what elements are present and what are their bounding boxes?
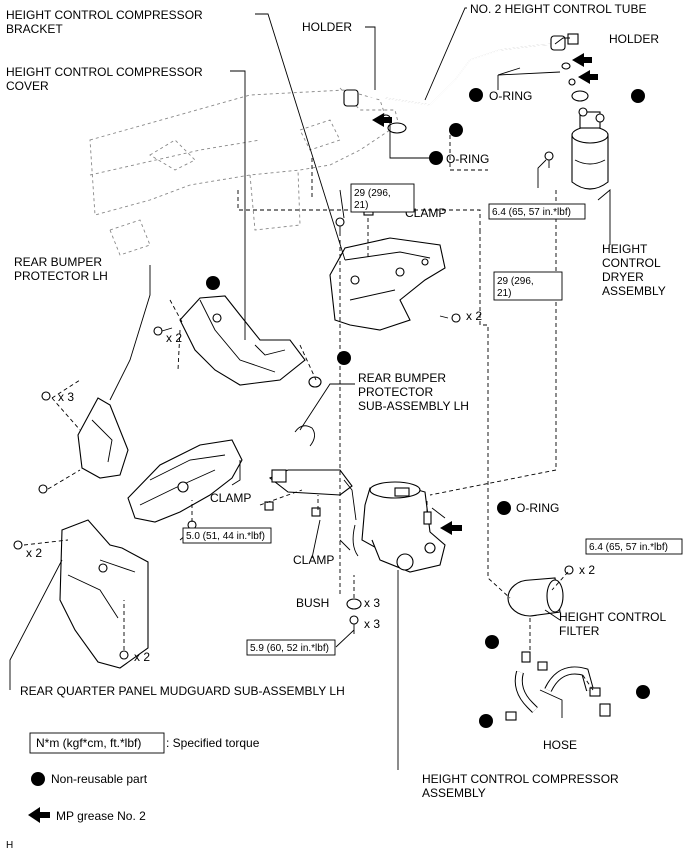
label-compressor-bracket: HEIGHT CONTROL COMPRESSOR: [6, 8, 203, 22]
holder-left-part: [343, 89, 359, 107]
label-compressor-assembly: HEIGHT CONTROL COMPRESSOR: [422, 772, 619, 786]
label-rear-bumper-protector: PROTECTOR LH: [14, 269, 108, 283]
label-rear-bumper-protector: REAR BUMPER: [14, 255, 102, 269]
label-o-ring: O-RING: [489, 89, 532, 103]
legend-torque-box: [29, 732, 165, 754]
dryer-bolt-icon: [544, 151, 554, 168]
non-reusable-dot-icon: [469, 88, 483, 102]
label-dryer: DRYER: [602, 270, 644, 284]
label-compressor-cover: COVER: [6, 79, 49, 93]
hoses: [505, 651, 611, 721]
qty-label: x 2: [166, 331, 182, 345]
qty-label: x 2: [26, 546, 42, 560]
torque-boxes: 29 (296, 21) 29 (296, 21) 6.4 (65, 57 in…: [182, 183, 683, 656]
grease-arrow-icon: [372, 113, 392, 127]
label-dryer: HEIGHT: [602, 242, 648, 256]
label-filter: FILTER: [559, 624, 600, 638]
legend-grease-text: MP grease No. 2: [56, 809, 146, 823]
non-reusable-dot-icon: [206, 276, 220, 290]
oring-fittings: [381, 62, 589, 134]
qty-label: x 3: [364, 596, 380, 610]
label-compressor-assembly: ASSEMBLY: [422, 786, 486, 800]
height-control-dryer-assembly: [544, 107, 609, 190]
torque-label: 5.0 (51, 44 in.*lbf): [186, 531, 265, 542]
legend-torque-text: N*m (kgf*cm, ft.*lbf): [36, 736, 141, 750]
rear-quarter-panel-mudguard: [13, 519, 149, 669]
bracket-bolt-top-icon: [335, 217, 345, 236]
no2-height-control-tube: [343, 33, 579, 107]
qty-label: x 2: [466, 309, 482, 323]
torque-label: 29 (296,: [497, 276, 534, 287]
non-reusable-markers: [206, 88, 650, 728]
height-control-filter: [507, 565, 574, 617]
non-reusable-dot-icon: [631, 89, 645, 103]
bracket-bolt-right-icon: [439, 313, 461, 323]
label-dryer: CONTROL: [602, 256, 661, 270]
label-holder: HOLDER: [609, 32, 659, 46]
legend-non-reusable-text: Non-reusable part: [51, 772, 148, 786]
non-reusable-dot-icon: [479, 714, 493, 728]
grease-arrow-icon: [440, 521, 462, 535]
non-reusable-dot-icon: [636, 685, 650, 699]
label-o-ring: O-RING: [516, 501, 559, 515]
label-o-ring: O-RING: [446, 152, 489, 166]
legend-torque-desc: : Specified torque: [166, 736, 260, 750]
label-filter: HEIGHT CONTROL: [559, 610, 666, 624]
compressor-harness-connector: [268, 469, 357, 521]
height-control-compressor-assembly: [264, 425, 446, 634]
torque-label: 21): [497, 288, 511, 299]
label-rear-bumper-sub: REAR BUMPER: [358, 371, 446, 385]
non-reusable-dot-icon: [485, 635, 499, 649]
legend-grease-arrow-icon: [28, 807, 50, 823]
compressor-bracket: [329, 205, 461, 331]
label-holder: HOLDER: [302, 20, 352, 34]
non-reusable-dot-icon: [449, 123, 463, 137]
leader-lines: [9, 7, 611, 770]
compressor-clamp-ring: [294, 425, 315, 447]
non-reusable-dot-icon: [497, 501, 511, 515]
holder-clip: [567, 33, 579, 45]
compressor-clamp-parts: [264, 501, 321, 517]
label-compressor-cover: HEIGHT CONTROL COMPRESSOR: [6, 65, 203, 79]
label-rear-bumper-sub: PROTECTOR: [358, 385, 433, 399]
qty-label: x 2: [579, 563, 595, 577]
torque-label: 21): [354, 200, 368, 211]
qty-label: x 2: [134, 650, 150, 664]
qty-label: x 3: [58, 390, 74, 404]
torque-label: 6.4 (65, 57 in.*lbf): [492, 207, 571, 218]
label-dryer: ASSEMBLY: [602, 284, 666, 298]
bush-icon: [346, 598, 362, 610]
torque-label: 29 (296,: [354, 188, 391, 199]
label-clamp: CLAMP: [210, 491, 251, 505]
label-clamp: CLAMP: [293, 553, 334, 567]
grease-arrow-icon: [578, 70, 598, 84]
label-compressor-bracket: BRACKET: [6, 22, 63, 36]
label-clamp: CLAMP: [405, 206, 446, 220]
label-bush: BUSH: [296, 596, 329, 610]
compressor-oring-fitting: [423, 511, 432, 525]
label-hose: HOSE: [543, 738, 577, 752]
non-reusable-dot-icon: [337, 351, 351, 365]
rear-bumper-protector-sub-assembly-lh: [127, 439, 243, 537]
legend-non-reusable-dot-icon: [31, 772, 45, 786]
label-mudguard: REAR QUARTER PANEL MUDGUARD SUB-ASSEMBLY…: [20, 684, 345, 698]
corner-mark: H: [6, 840, 13, 851]
qty-label: x 3: [364, 617, 380, 631]
filter-bolt-icon: [564, 565, 574, 575]
compressor-bolt-icon: [349, 615, 359, 634]
protector-bolt-icon: [153, 326, 173, 336]
torque-label: 5.9 (60, 52 in.*lbf): [250, 643, 329, 654]
rear-bumper-protector-lh: [153, 295, 322, 388]
quantity-labels: x 2 x 2 x 3 x 2 x 2 x 3 x 3 x 2: [26, 309, 595, 664]
grease-arrow-icon: [572, 53, 592, 67]
mudguard-upper-panel: [38, 391, 129, 494]
legend: N*m (kgf*cm, ft.*lbf) : Specified torque…: [28, 732, 260, 823]
part-labels: HEIGHT CONTROL COMPRESSOR BRACKET HEIGHT…: [6, 2, 666, 851]
non-reusable-dot-icon: [429, 151, 443, 165]
torque-label: 6.4 (65, 57 in.*lbf): [589, 542, 668, 553]
grease-arrows: [372, 53, 598, 535]
label-rear-bumper-sub: SUB-ASSEMBLY LH: [358, 399, 469, 413]
label-no2-tube: NO. 2 HEIGHT CONTROL TUBE: [470, 2, 646, 16]
